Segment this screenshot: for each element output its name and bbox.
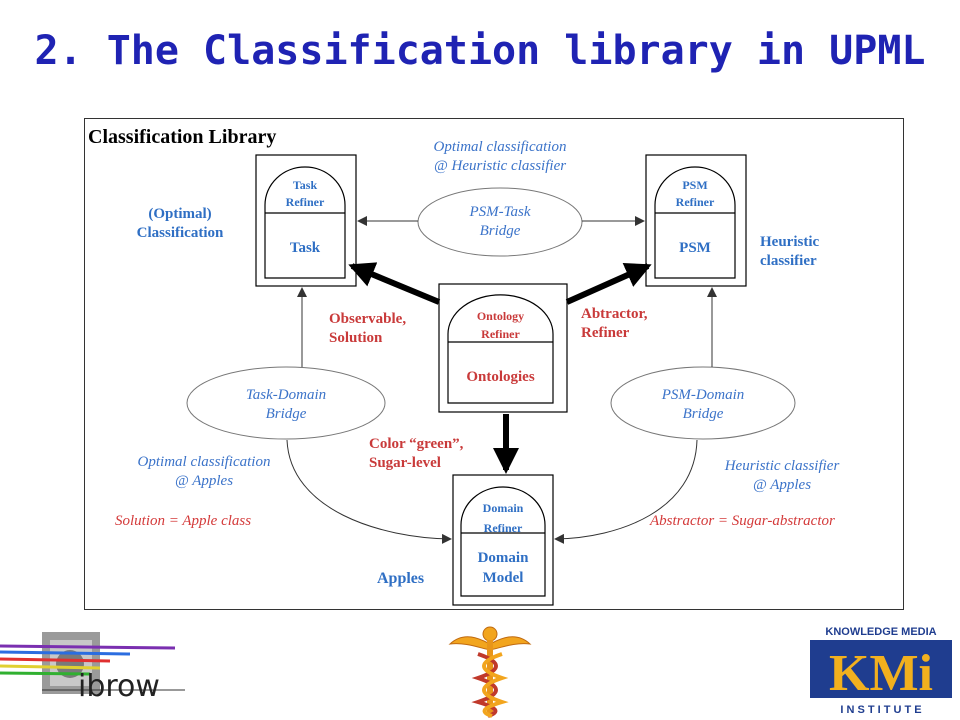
ibrow-logo: ibrow xyxy=(0,626,190,718)
ontology-component xyxy=(438,283,568,413)
task-component xyxy=(255,154,357,287)
task-domain-bridge-label: Task-Domain Bridge xyxy=(245,387,327,422)
library-title: Classification Library xyxy=(88,126,277,148)
psm-task-bridge-label: PSM-Task Bridge xyxy=(469,204,531,239)
caduceus-logo xyxy=(440,622,540,718)
psm-domain-bridge-shape xyxy=(610,366,796,440)
kmi-mid-text: KMi xyxy=(829,645,933,702)
color-green-label: Color “green”, Sugar-level xyxy=(369,436,464,471)
kmi-top-text: KNOWLEDGE MEDIA xyxy=(825,626,936,638)
solution-apple-label: Solution = Apple class xyxy=(115,513,252,529)
page-title: 2. The Classification library in UPML xyxy=(34,28,926,74)
optimal-apples-label: Optimal classification @ Apples xyxy=(137,454,271,489)
psm-task-bridge-shape xyxy=(417,187,583,257)
kmi-bottom-text: I N S T I T U T E xyxy=(840,704,921,716)
psm-component xyxy=(645,154,747,287)
ontology-refiner-label: Ontology Refiner xyxy=(476,309,525,341)
classification-library-frame xyxy=(84,118,904,610)
domain-component xyxy=(452,474,554,606)
task-refiner-label: Task Refiner xyxy=(285,178,325,209)
psm-refiner-label: PSM Refiner xyxy=(675,178,715,209)
optimal-classification-label: (Optimal) Classification xyxy=(136,206,224,241)
domain-model-label: Domain Model xyxy=(477,550,529,586)
task-domain-bridge-shape xyxy=(186,366,386,440)
abtractor-refiner-label: Abtractor, Refiner xyxy=(581,306,648,341)
heuristic-apples-label: Heuristic classifier @ Apples xyxy=(724,458,840,493)
psm-label: PSM xyxy=(679,240,711,256)
observable-solution-label: Observable, Solution xyxy=(329,311,407,346)
apples-label: Apples xyxy=(377,570,425,587)
abstractor-sugar-label: Abstractor = Sugar-abstractor xyxy=(650,513,835,529)
optimal-heuristic-label: Optimal classification @ Heuristic class… xyxy=(433,139,567,174)
ibrow-logo-text: ibrow xyxy=(78,669,160,704)
task-label: Task xyxy=(289,240,321,256)
kmi-logo: KNOWLEDGE MEDIA KMi I N S T I T U T E xyxy=(806,622,956,716)
ontologies-label: Ontologies xyxy=(466,369,535,385)
heuristic-classifier-label: Heuristic classifier xyxy=(760,234,820,269)
psm-domain-bridge-label: PSM-Domain Bridge xyxy=(661,387,745,422)
domain-refiner-label: Domain Refiner xyxy=(482,501,524,535)
